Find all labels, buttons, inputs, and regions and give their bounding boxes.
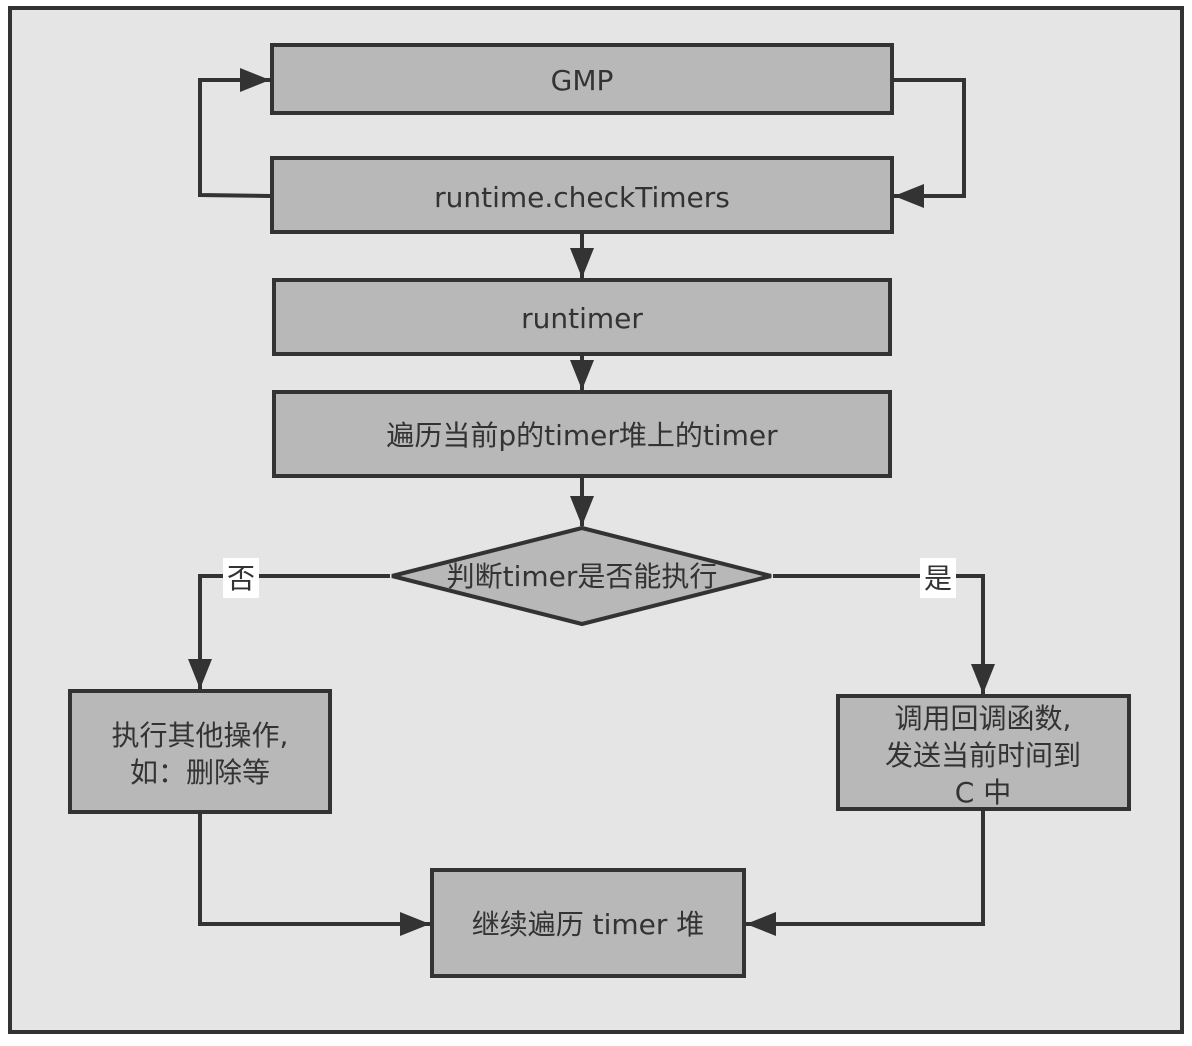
edge-else-to-continue: [198, 814, 430, 936]
continue-label: 继续遍历 timer 堆: [472, 908, 705, 941]
callback-line-1: 调用回调函数,: [895, 702, 1072, 735]
edge-checktimers-to-gmp: [198, 68, 271, 198]
traverse-node: 遍历当前p的timer堆上的timer: [272, 390, 892, 478]
else-action-line-1: 执行其他操作,: [112, 719, 289, 752]
edge-gmp-to-checktimers: [894, 78, 966, 208]
continue-node: 继续遍历 timer 堆: [430, 868, 746, 978]
callback-line-2: 发送当前时间到: [885, 739, 1081, 772]
callback-node: 调用回调函数, 发送当前时间到 C 中: [836, 694, 1131, 811]
check-timers-label: runtime.checkTimers: [434, 181, 730, 214]
edge-callback-to-continue: [746, 811, 985, 936]
callback-line-3: C 中: [955, 776, 1011, 809]
edge-label-yes: 是: [920, 558, 956, 598]
gmp-node: GMP: [270, 43, 894, 115]
check-timers-node: runtime.checkTimers: [270, 156, 894, 234]
edge-decision-yes: [773, 574, 995, 694]
else-action-node: 执行其他操作, 如：删除等: [68, 689, 332, 814]
gmp-label: GMP: [551, 64, 614, 97]
edge-label-no: 否: [223, 558, 259, 598]
edges: [188, 68, 995, 936]
else-action-line-2: 如：删除等: [130, 756, 270, 789]
edge-decision-no: [188, 574, 390, 689]
runtimer-label: runtimer: [521, 302, 643, 335]
traverse-label: 遍历当前p的timer堆上的timer: [386, 419, 778, 452]
edge-label-yes-text: 是: [924, 562, 952, 595]
decision-label: 判断timer是否能执行: [447, 560, 718, 593]
decision-node: 判断timer是否能执行: [391, 525, 772, 627]
edge-label-no-text: 否: [227, 562, 255, 595]
runtimer-node: runtimer: [272, 278, 892, 356]
